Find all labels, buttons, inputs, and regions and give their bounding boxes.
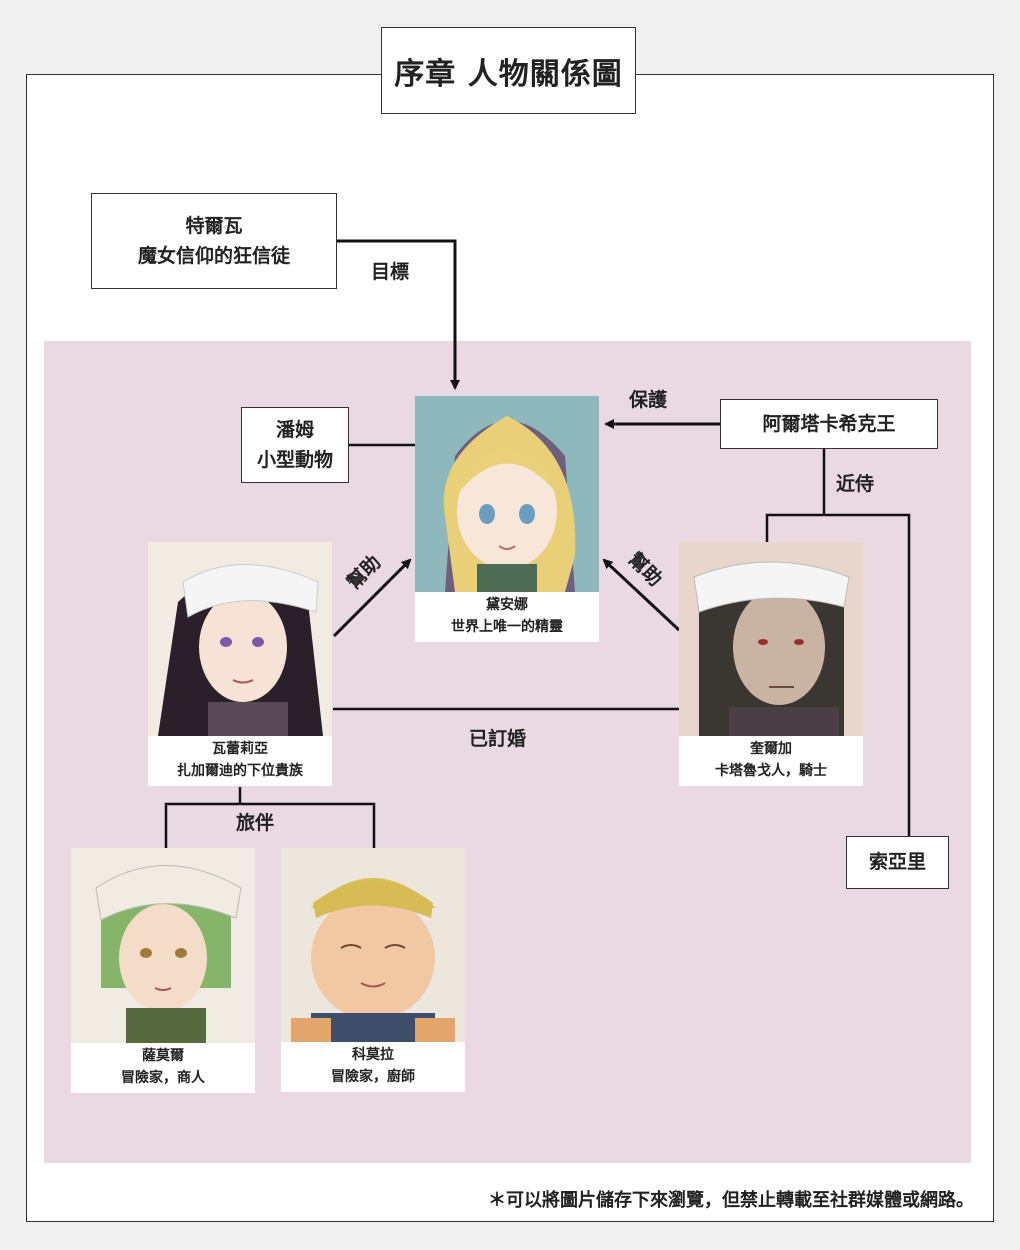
diana-card: 黛安娜 世界上唯一的精靈: [415, 396, 599, 642]
samor-caption: 薩莫爾 冒險家，商人: [71, 1043, 255, 1093]
kuelga-card: 奎爾加 卡塔魯戈人，騎士: [679, 542, 863, 786]
merchant-portrait-icon: [71, 848, 255, 1043]
relation-companions: 旅伴: [236, 812, 275, 834]
footnote: ＊可以將圖片儲存下來瀏覽，但禁止轉載至社群媒體或網路。: [488, 1190, 974, 1211]
valeria-card: 瓦蕾莉亞 扎加爾迪的下位貴族: [148, 542, 332, 786]
kemora-caption: 科莫拉 冒險家，廚師: [281, 1042, 465, 1092]
relation-protect: 保護: [629, 389, 668, 411]
noblewoman-portrait-icon: [148, 542, 332, 736]
valeria-caption: 瓦蕾莉亞 扎加爾迪的下位貴族: [148, 736, 332, 786]
relation-attendant: 近侍: [836, 473, 875, 495]
king-box: 阿爾塔卡希克王: [720, 399, 938, 449]
cook-portrait-icon: [281, 848, 465, 1042]
knight-portrait-icon: [679, 542, 863, 736]
telwa-box: 特爾瓦 魔女信仰的狂信徒: [91, 193, 337, 289]
relation-engaged: 已訂婚: [469, 728, 527, 750]
pam-box: 潘姆 小型動物: [241, 407, 349, 483]
diana-caption: 黛安娜 世界上唯一的精靈: [415, 592, 599, 642]
soari-box: 索亞里: [846, 836, 949, 889]
kemora-card: 科莫拉 冒險家，廚師: [281, 848, 465, 1092]
relation-target: 目標: [371, 261, 410, 283]
samor-card: 薩莫爾 冒險家，商人: [71, 848, 255, 1093]
elf-girl-portrait-icon: [415, 396, 599, 592]
kuelga-caption: 奎爾加 卡塔魯戈人，騎士: [679, 736, 863, 786]
page-title: 序章 人物關係圖: [381, 27, 636, 114]
